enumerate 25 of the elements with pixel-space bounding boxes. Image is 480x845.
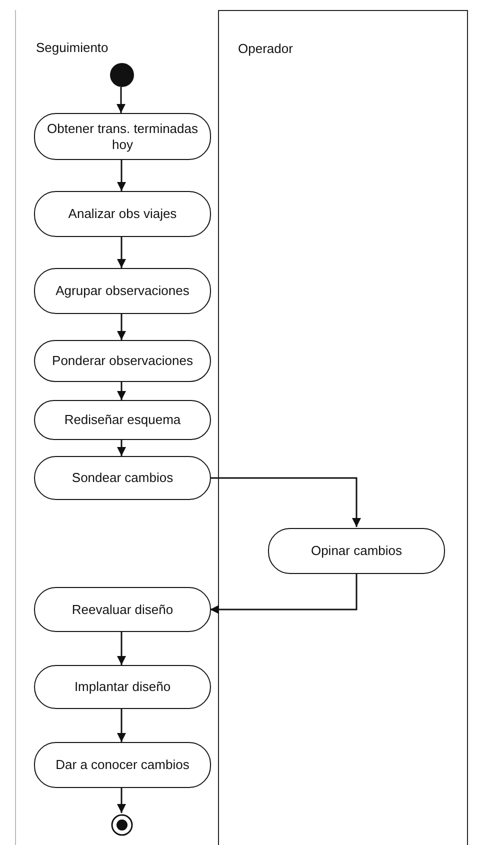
arrow bbox=[117, 314, 126, 340]
activity-box: Dar a conocer cambios bbox=[34, 742, 211, 788]
swimlane bbox=[15, 10, 219, 845]
arrow bbox=[210, 477, 361, 527]
activity-box: Ponderar observaciones bbox=[34, 340, 211, 382]
activity-box: Reevaluar diseño bbox=[34, 587, 211, 632]
arrow bbox=[117, 237, 126, 268]
arrow bbox=[117, 160, 126, 191]
lane-heading: Operador bbox=[238, 41, 293, 56]
arrow bbox=[117, 709, 126, 742]
activity-box: Agrupar observaciones bbox=[34, 268, 211, 314]
lane-heading: Seguimiento bbox=[36, 40, 108, 55]
activity-box: Obtener trans. terminadas hoy bbox=[34, 113, 211, 160]
arrow bbox=[210, 573, 358, 614]
activity-box: Rediseñar esquema bbox=[34, 400, 211, 440]
activity-box: Implantar diseño bbox=[34, 665, 211, 709]
arrow bbox=[117, 382, 126, 400]
activity-box: Opinar cambios bbox=[268, 528, 445, 574]
arrow bbox=[117, 632, 126, 665]
arrow bbox=[117, 788, 126, 813]
arrow bbox=[117, 440, 126, 456]
arrow bbox=[116, 87, 126, 113]
activity-box: Sondear cambios bbox=[34, 456, 211, 500]
swimlane bbox=[218, 10, 468, 845]
activity-box: Analizar obs viajes bbox=[34, 191, 211, 237]
